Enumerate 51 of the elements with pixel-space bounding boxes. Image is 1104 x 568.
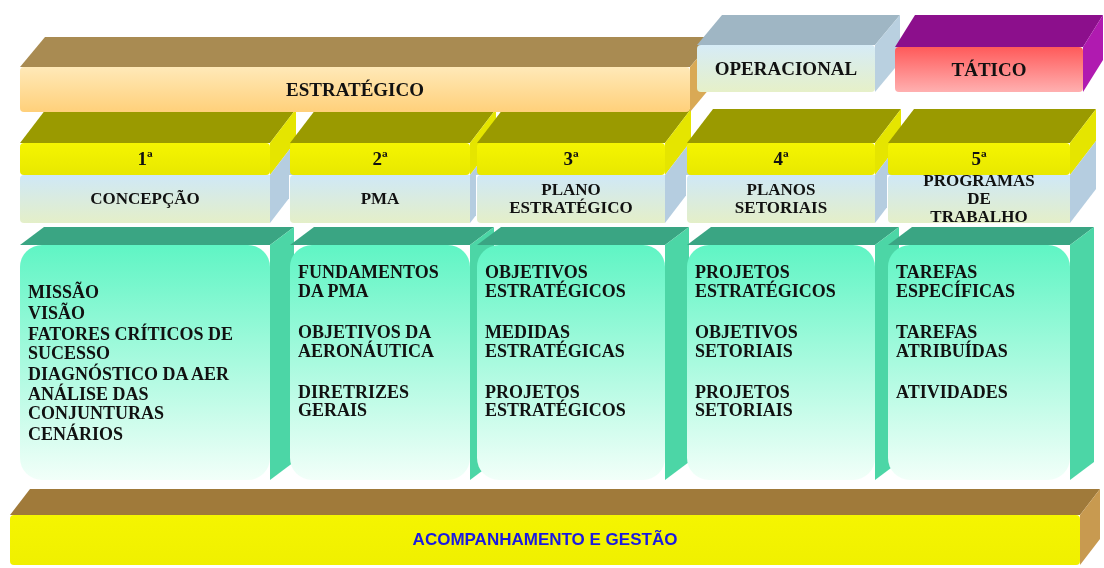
list-item: PROJETOS ESTRATÉGICOS <box>695 263 837 301</box>
list-item: DIAGNÓSTICO DA AER <box>28 364 231 384</box>
list-item: OBJETIVOS DA AERONÁUTICA <box>298 322 435 361</box>
list-item: VISÃO <box>28 303 86 323</box>
block-label: PROGRAMAS DE TRABALHO <box>922 172 1036 226</box>
block-label: PLANO ESTRATÉGICO <box>509 181 633 217</box>
stage-number: 2ª <box>372 149 388 169</box>
stage-name-box <box>20 175 289 223</box>
stage-number: 4ª <box>773 149 789 169</box>
stage-number: 1ª <box>137 149 153 169</box>
stage-band <box>687 143 875 175</box>
list-item: FATORES CRÍTICOS DE SUCESSO <box>28 324 235 363</box>
list-item: TAREFAS ESPECÍFICAS <box>896 263 1017 301</box>
list-item: ATIVIDADES <box>896 382 1009 402</box>
level-band <box>20 67 690 112</box>
list-item: DIRETRIZES GERAIS <box>298 382 411 421</box>
stage-name-box <box>687 175 887 223</box>
block-label: CONCEPÇÃO <box>90 190 200 208</box>
list-item: TAREFAS ATRIBUÍDAS <box>896 322 1009 361</box>
stage-band <box>888 143 1070 175</box>
content-block <box>687 245 875 480</box>
stage-name-box <box>477 175 686 223</box>
stage-band <box>477 143 665 175</box>
stage-number: 3ª <box>563 149 579 169</box>
list-item: PROJETOS ESTRATÉGICOS <box>485 382 627 421</box>
block-label: PLANOS SETORIAIS <box>733 181 829 217</box>
list-item: OBJETIVOS ESTRATÉGICOS <box>485 263 627 301</box>
level-band <box>697 45 875 92</box>
base-label: ACOMPANHAMENTO E GESTÃO <box>412 531 678 549</box>
list-item: PROJETOS SETORIAIS <box>695 382 794 421</box>
content-block <box>888 245 1070 480</box>
block-label: OPERACIONAL <box>714 58 858 79</box>
block-label: ESTRATÉGICO <box>286 79 424 100</box>
stage-number: 5ª <box>971 149 987 169</box>
list-item: CENÁRIOS <box>28 425 125 445</box>
list-item: MISSÃO <box>28 283 100 302</box>
content-block <box>20 245 270 480</box>
list-item: FUNDAMENTOS DA PMA <box>298 263 440 301</box>
stage-band <box>290 143 470 175</box>
level-band <box>895 47 1083 92</box>
base-band <box>10 515 1080 565</box>
content-block <box>477 245 665 480</box>
list-item: OBJETIVOS SETORIAIS <box>695 322 799 361</box>
block-label: PMA <box>360 190 400 208</box>
stage-band <box>20 143 270 175</box>
content-block <box>290 245 470 480</box>
list-item: MEDIDAS ESTRATÉGICAS <box>485 322 626 361</box>
block-label: TÁTICO <box>951 59 1027 80</box>
stage-name-box <box>290 175 476 223</box>
stage-name-box <box>888 175 1096 223</box>
list-item: ANÁLISE DAS CONJUNTURAS <box>28 385 165 424</box>
